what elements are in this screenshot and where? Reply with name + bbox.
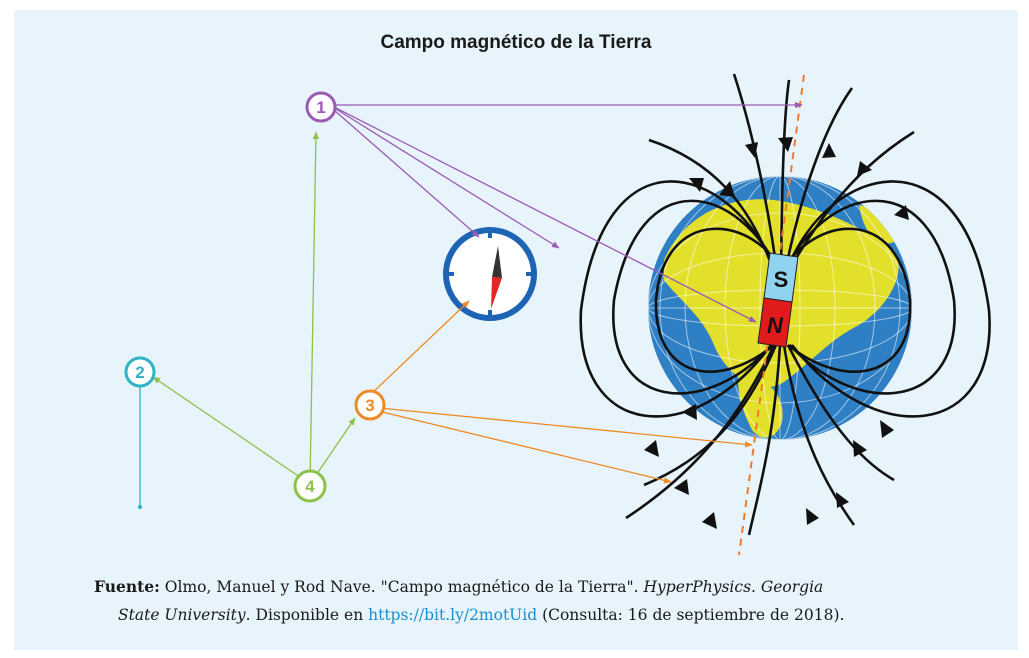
magnetic-axis bbox=[738, 74, 805, 556]
source-publisher-2: State University bbox=[118, 606, 246, 624]
source-publisher-1: HyperPhysics. Georgia bbox=[643, 578, 824, 596]
marker-2-label: 2 bbox=[135, 363, 144, 382]
compass-icon bbox=[443, 227, 537, 321]
marker-1-label: 1 bbox=[316, 98, 325, 117]
marker-4-label: 4 bbox=[305, 477, 315, 496]
source-citation: Fuente: Olmo, Manuel y Rod Nave. "Campo … bbox=[94, 573, 1014, 629]
field-arrowheads bbox=[644, 137, 909, 529]
connector-lines bbox=[137, 101, 803, 510]
figure-title: Campo magnético de la Tierra bbox=[380, 32, 652, 53]
magnet-south-label: S bbox=[774, 267, 789, 292]
marker-3: 3 bbox=[354, 389, 386, 421]
earth-magnetic-field-diagram: S N bbox=[124, 73, 991, 556]
source-line-1: Fuente: Olmo, Manuel y Rod Nave. "Campo … bbox=[94, 573, 1014, 601]
source-link[interactable]: https://bit.ly/2motUid bbox=[368, 606, 538, 624]
source-consulted: (Consulta: 16 de septiembre de 2018). bbox=[537, 606, 845, 624]
source-line-2: State University. Disponible en https://… bbox=[94, 601, 1014, 629]
figure-panel: S N bbox=[14, 10, 1018, 650]
source-authors: Olmo, Manuel y Rod Nave. "Campo magnétic… bbox=[159, 578, 644, 596]
bar-magnet-icon: S N bbox=[757, 252, 799, 348]
marker-2: 2 bbox=[124, 356, 156, 388]
marker-1: 1 bbox=[305, 91, 337, 123]
magnet-north-label: N bbox=[767, 313, 784, 338]
marker-3-label: 3 bbox=[365, 396, 374, 415]
source-available: . Disponible en bbox=[245, 606, 369, 624]
marker-4: 4 bbox=[293, 469, 327, 503]
source-label: Fuente: bbox=[94, 577, 160, 596]
